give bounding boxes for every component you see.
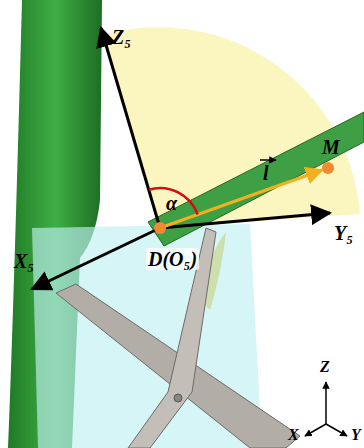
axis-label: Y — [351, 426, 361, 444]
alpha-arc — [149, 188, 198, 214]
world-z-axis — [325, 382, 327, 424]
axis-label: Y₅ — [334, 222, 353, 244]
z5-axis — [101, 28, 160, 228]
point-d — [154, 222, 166, 234]
axis-label: X₅ — [14, 250, 34, 272]
vector-label: l — [263, 162, 269, 184]
axis-label: X — [288, 426, 299, 444]
axis-label: Z₅ — [112, 26, 131, 48]
x5-axis — [32, 228, 160, 289]
vector-sign — [260, 159, 276, 161]
world-y-axis — [326, 424, 347, 436]
scissor-pivot — [174, 394, 182, 402]
point-label: D(O₅) — [146, 248, 199, 270]
y5-axis — [160, 213, 330, 228]
vector-l — [160, 170, 322, 228]
point-label: M — [322, 136, 340, 158]
plant-branch — [148, 112, 364, 246]
point-m — [322, 162, 334, 174]
axis-label: Z — [320, 358, 330, 376]
scissor-blade — [128, 228, 216, 448]
angle-label: α — [166, 192, 177, 214]
world-x-axis — [305, 424, 326, 436]
